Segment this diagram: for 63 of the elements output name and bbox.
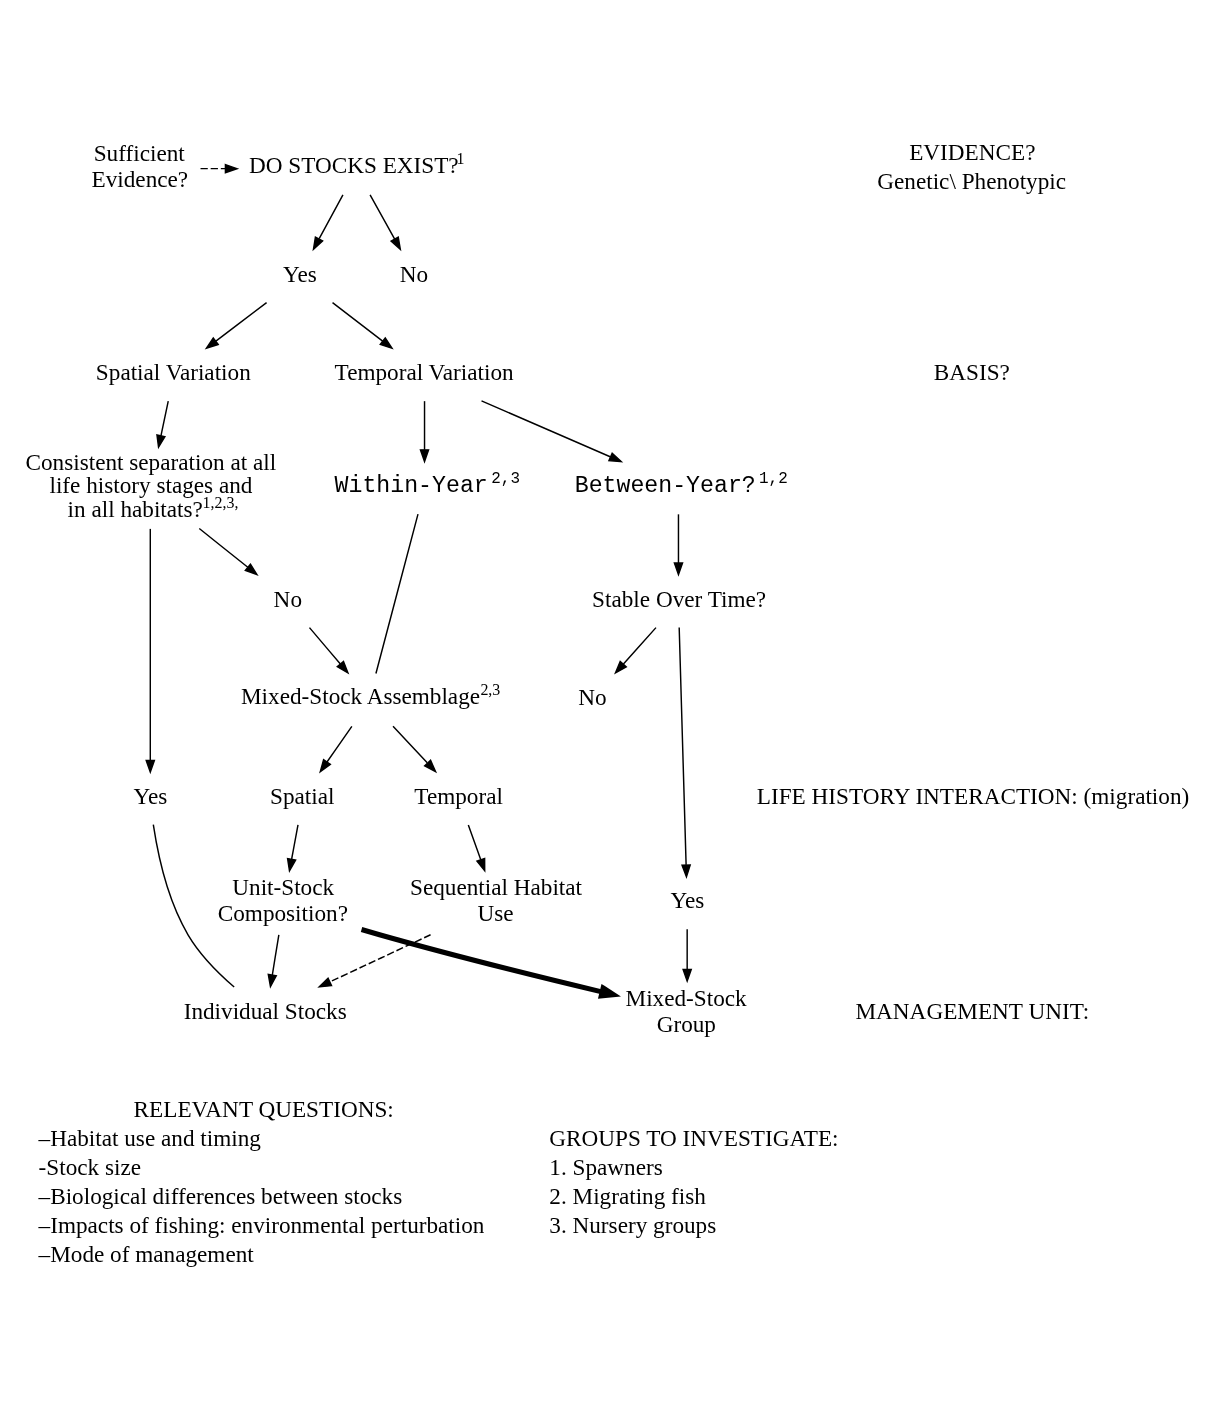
arrow: [198, 527, 259, 576]
node-text: Temporal: [414, 782, 503, 809]
label: RELEVANT QUESTIONS:: [133, 1096, 394, 1123]
arrow: [360, 927, 621, 999]
connector: [375, 513, 419, 675]
arrow: [204, 301, 268, 350]
arrow: [156, 400, 169, 450]
label: 2. Migrating fish: [549, 1183, 706, 1210]
arrow: [369, 194, 402, 252]
label: –Biological differences between stocks: [38, 1183, 403, 1210]
label: -Stock size: [38, 1154, 142, 1181]
node-label: 1,2: [758, 469, 788, 488]
arrow: [145, 528, 156, 775]
label: Genetic\ Phenotypic: [877, 167, 1067, 194]
node-label: 1,2,3,: [202, 494, 239, 512]
node-text: No: [578, 684, 607, 711]
node-text: DO STOCKS EXIST?: [248, 151, 459, 178]
node-text: Stable Over Time?: [592, 585, 767, 612]
node-text: Within-Year: [334, 472, 488, 499]
arrow: [614, 626, 657, 675]
node-text: Sufficient Evidence?: [91, 140, 189, 193]
arrow: [308, 626, 350, 675]
label: 1. Spawners: [549, 1154, 663, 1181]
label: EVIDENCE?: [909, 138, 1036, 165]
node-text: Temporal Variation: [334, 359, 514, 386]
arrow: [678, 626, 692, 879]
node-text: Unit-Stock Composition?: [217, 874, 348, 927]
node-text: Yes: [670, 887, 705, 914]
node-text: Yes: [133, 782, 168, 809]
arrow: [480, 400, 624, 463]
arrow: [199, 163, 240, 174]
arrow: [312, 194, 344, 252]
arrow: [673, 513, 684, 577]
arrow: [682, 928, 693, 984]
node-text: Mixed-Stock Group: [625, 984, 747, 1037]
node-text: Spatial: [270, 782, 335, 809]
arrow: [267, 934, 280, 989]
label: GROUPS TO INVESTIGATE:: [549, 1125, 839, 1152]
node-text: Yes: [283, 260, 317, 287]
label: BASIS?: [933, 359, 1010, 386]
arrow: [286, 824, 299, 873]
label: –Habitat use and timing: [38, 1125, 261, 1152]
arrow: [467, 824, 486, 873]
label: –Impacts of fishing: environmental perturbation: [38, 1212, 485, 1239]
node-label: 2,3: [480, 681, 501, 699]
node-text: Spatial Variation: [95, 359, 251, 386]
label: –Mode of management: [38, 1241, 254, 1268]
arrow: [392, 725, 438, 774]
label: MANAGEMENT UNIT:: [855, 997, 1090, 1024]
node-text: Between-Year?: [574, 472, 756, 499]
node-text: Sequential Habitat Use: [410, 874, 583, 927]
arrow: [419, 400, 430, 464]
connector: [152, 824, 235, 988]
label: LIFE HISTORY INTERACTION: (migration): [756, 782, 1190, 809]
arrow: [331, 301, 394, 350]
label: 3. Nursery groups: [549, 1212, 717, 1239]
arrow: [319, 725, 353, 774]
node-text: No: [273, 585, 302, 612]
node-label: 2,3: [491, 469, 521, 488]
node-text: No: [399, 260, 429, 287]
node-text: Individual Stocks: [183, 997, 347, 1024]
arrow: [317, 934, 432, 988]
node-text: Mixed-Stock Assemblage: [240, 682, 481, 709]
